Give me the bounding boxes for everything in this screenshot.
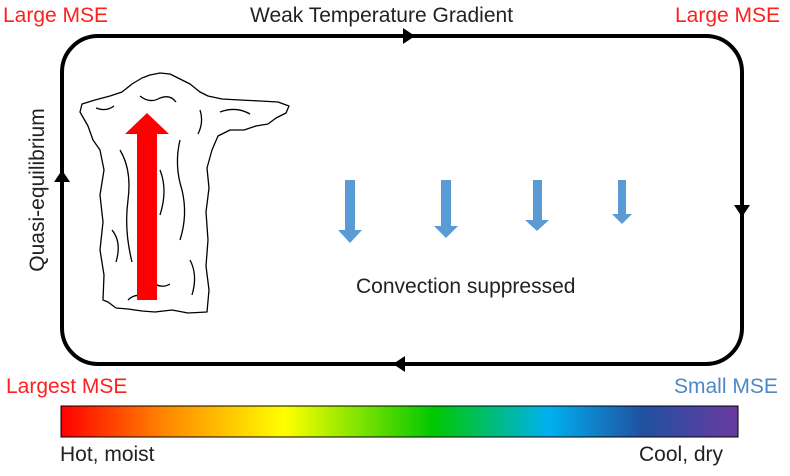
arrowhead-right-down-icon <box>734 205 750 217</box>
subsidence-arrow-icon <box>612 180 632 224</box>
updraft-arrow-icon <box>125 113 169 300</box>
mse-colorbar <box>60 405 739 438</box>
label-small-mse: Small MSE <box>674 375 778 398</box>
subsidence-arrow-icon <box>525 180 549 231</box>
label-quasi-equilibrium: Quasi-equilibrium <box>26 108 49 272</box>
subsidence-arrow-icon <box>338 180 362 243</box>
label-hot-moist: Hot, moist <box>60 443 155 466</box>
label-cool-dry: Cool, dry <box>639 443 724 466</box>
arrowhead-top-right-icon <box>403 28 415 44</box>
label-weak-temperature-gradient: Weak Temperature Gradient <box>250 4 514 27</box>
label-largest-mse: Largest MSE <box>6 375 128 398</box>
label-large-mse-top-right: Large MSE <box>675 4 781 27</box>
convective-cloud-icon <box>79 72 290 314</box>
label-large-mse-top-left: Large MSE <box>3 4 109 27</box>
arrowhead-bottom-left-icon <box>393 356 405 372</box>
subsidence-arrows <box>338 180 632 243</box>
subsidence-arrow-icon <box>434 180 458 238</box>
arrowhead-left-up-icon <box>54 170 70 182</box>
label-convection-suppressed: Convection suppressed <box>356 275 576 298</box>
